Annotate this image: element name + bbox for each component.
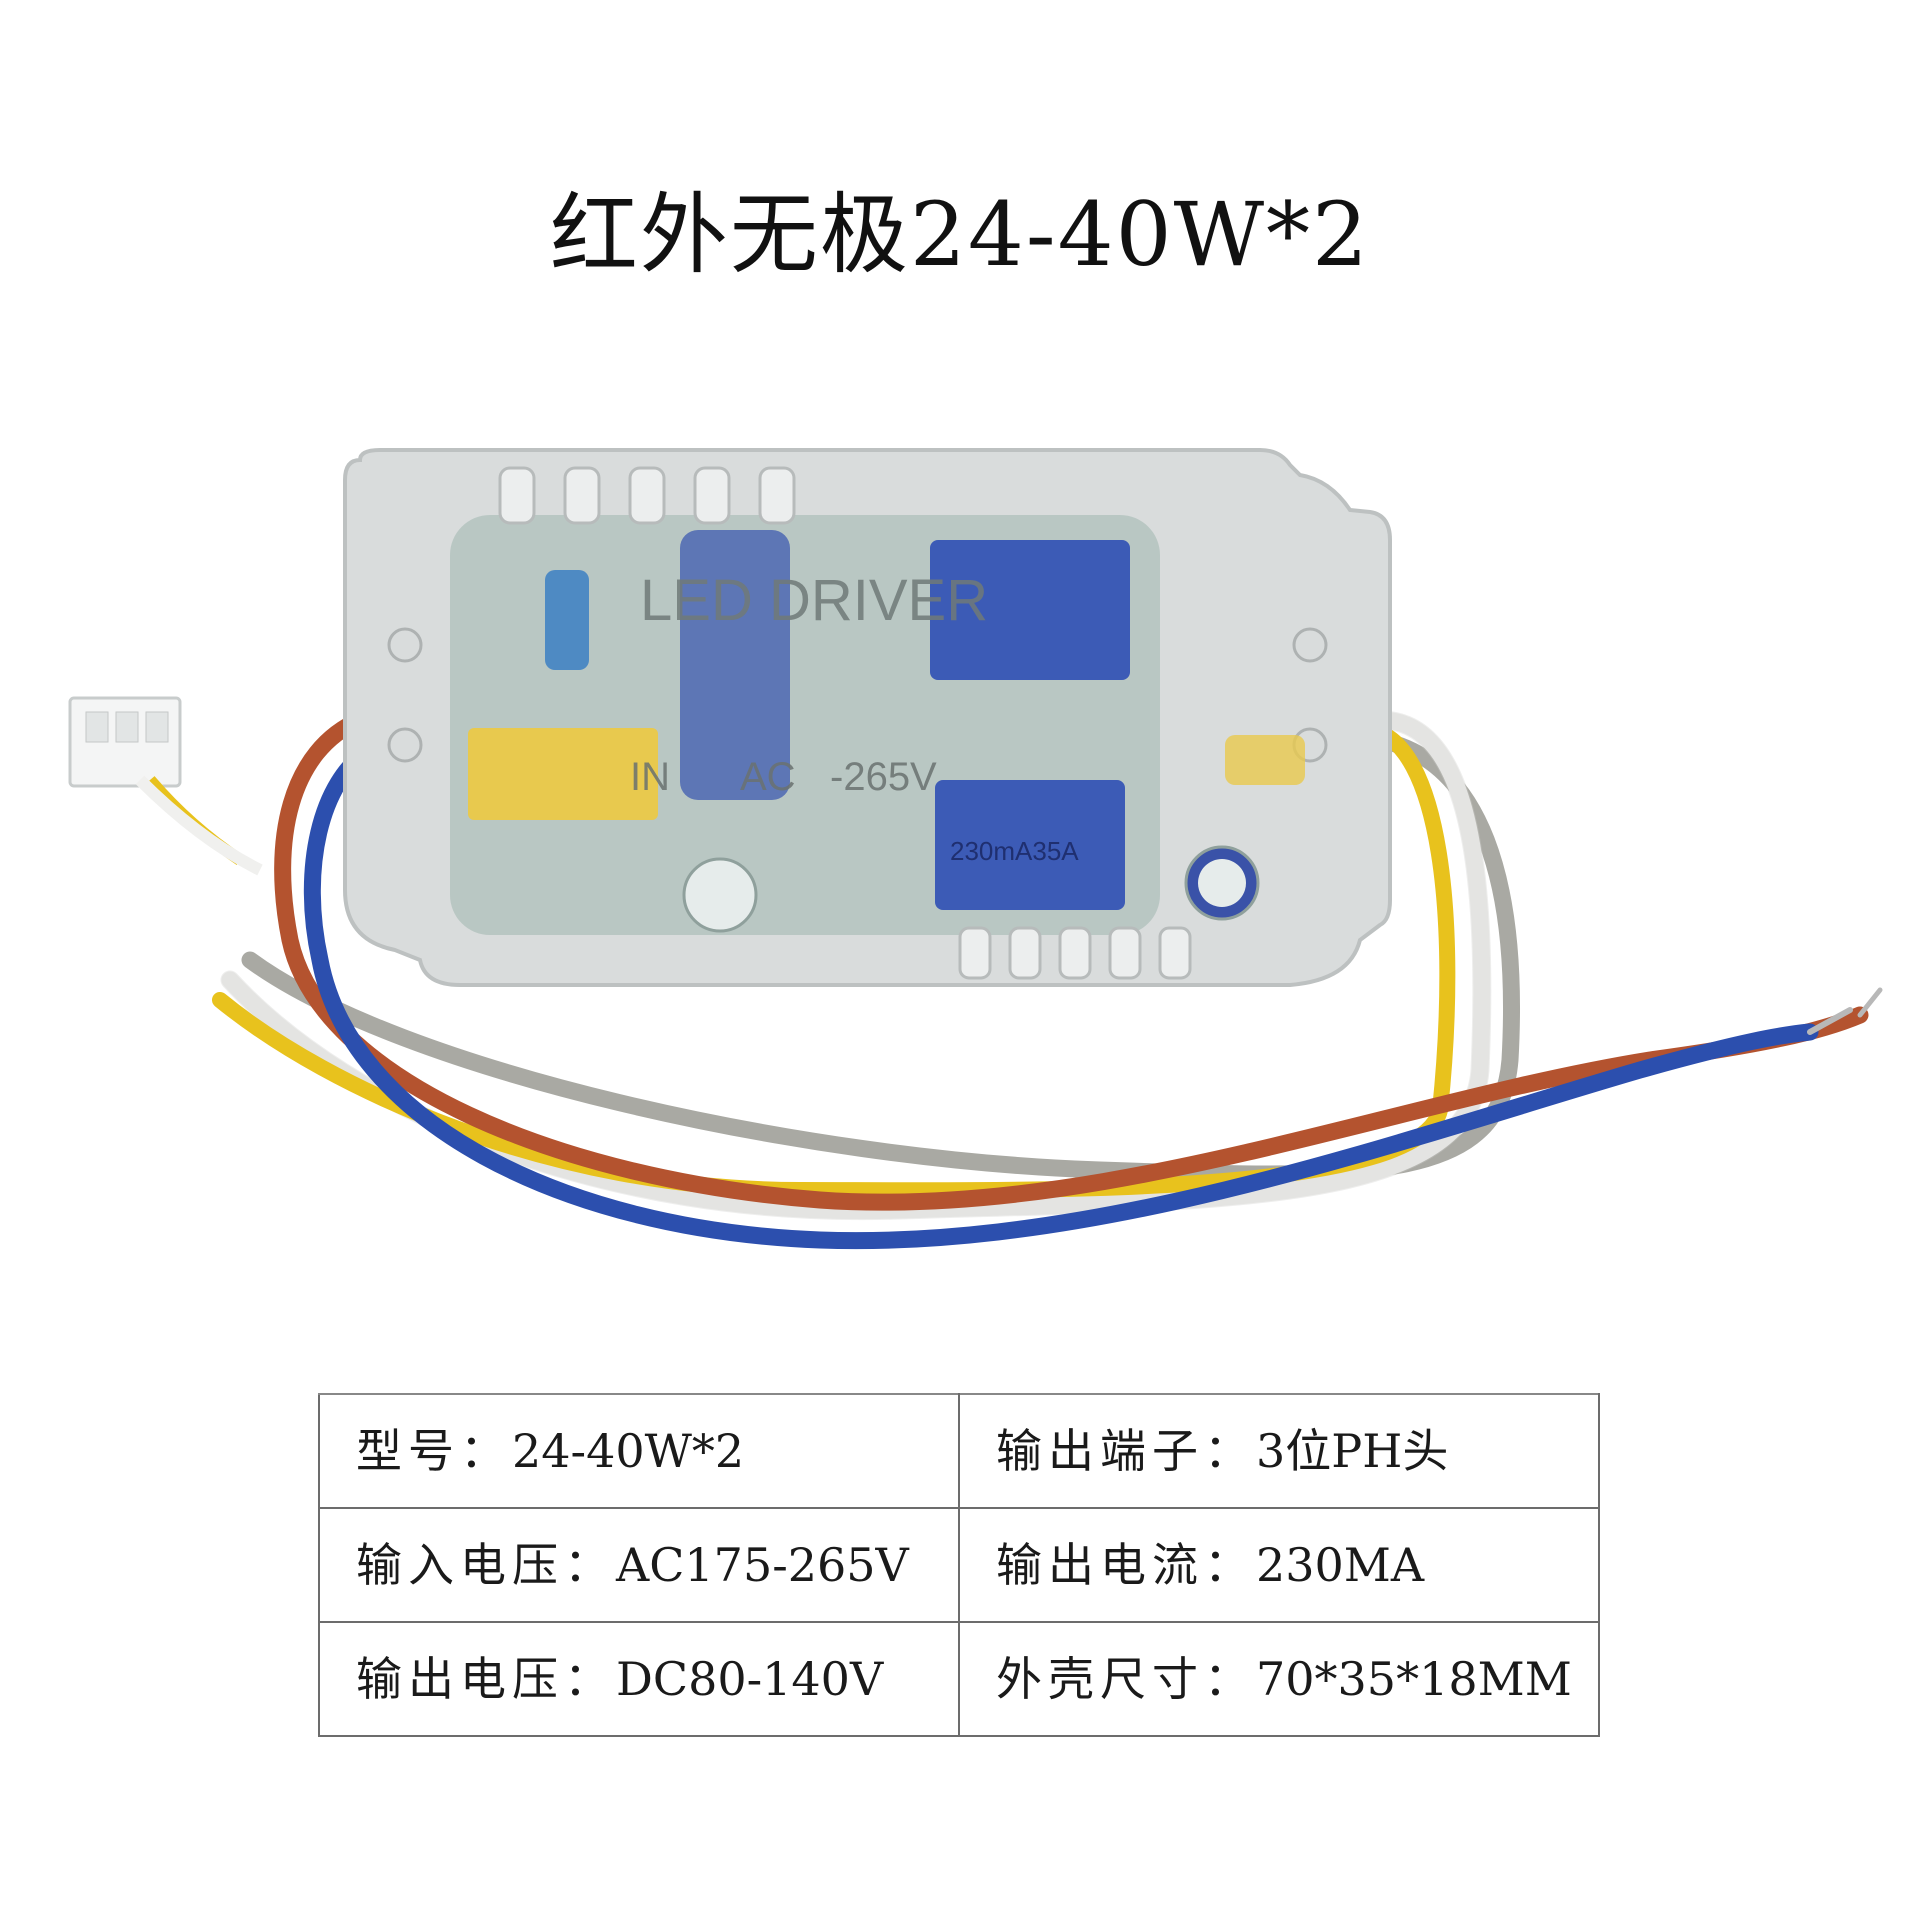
spec-cell: 输出电流：230MA <box>958 1507 1600 1623</box>
spec-label: 型号： <box>356 1424 512 1478</box>
page-title: 红外无极24-40W*2 <box>549 183 1371 286</box>
svg-text:AC: AC <box>740 755 796 799</box>
spec-cell: 外壳尺寸：70*35*18MM <box>958 1621 1600 1737</box>
mold-label-led-driver: LED DRIVER <box>640 568 988 633</box>
spec-cell: 输出电压：DC80-140V <box>318 1621 960 1737</box>
spec-label: 外壳尺寸： <box>996 1652 1256 1706</box>
spec-value: 70*35*18MM <box>1256 1652 1572 1706</box>
product-photo: LED DRIVER IN AC -265V 230mA35A <box>68 448 1883 1250</box>
spec-label: 输出端子： <box>996 1424 1256 1478</box>
spec-table: 型号：24-40W*2 输出端子：3位PH头 输入电压：AC175-265V 输… <box>318 1393 1600 1737</box>
spec-label: 输出电压： <box>356 1652 616 1706</box>
spec-label: 输出电流： <box>996 1538 1256 1592</box>
spec-value: 24-40W*2 <box>512 1424 745 1478</box>
spec-value: 230MA <box>1256 1538 1425 1592</box>
spec-value: DC80-140V <box>616 1652 884 1706</box>
spec-cell: 型号：24-40W*2 <box>318 1393 960 1509</box>
spec-value: 3位PH头 <box>1256 1424 1449 1478</box>
spec-value: AC175-265V <box>616 1538 909 1592</box>
blue-wire <box>303 741 1819 1250</box>
ph-connector <box>68 696 263 876</box>
driver-housing: LED DRIVER IN AC -265V 230mA35A <box>343 448 1392 987</box>
spec-cell: 输出端子：3位PH头 <box>958 1393 1600 1509</box>
table-row: 输入电压：AC175-265V 输出电流：230MA <box>318 1507 1600 1623</box>
spec-cell: 输入电压：AC175-265V <box>318 1507 960 1623</box>
table-row: 型号：24-40W*2 输出端子：3位PH头 <box>318 1393 1600 1509</box>
spec-label: 输入电压： <box>356 1538 616 1592</box>
wire-bundle <box>212 710 1883 1250</box>
svg-text:IN: IN <box>630 755 670 799</box>
table-row: 输出电压：DC80-140V 外壳尺寸：70*35*18MM <box>318 1621 1600 1737</box>
svg-text:230mA35A: 230mA35A <box>950 836 1079 866</box>
svg-text:-265V: -265V <box>830 755 937 799</box>
